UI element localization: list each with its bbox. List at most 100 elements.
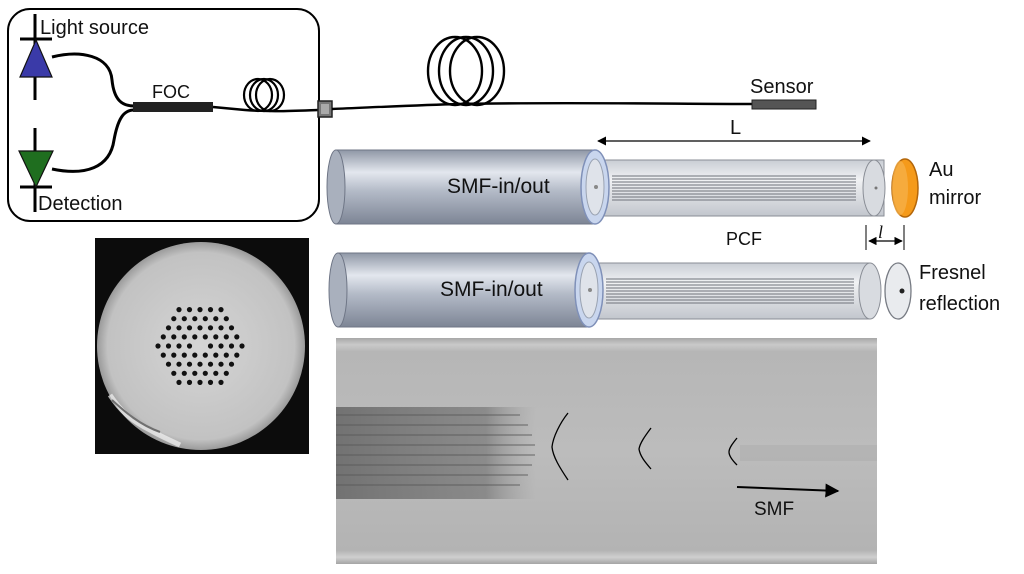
air-hole bbox=[155, 343, 161, 349]
air-hole bbox=[186, 307, 193, 313]
large-fiber-coil bbox=[426, 35, 506, 107]
air-hole bbox=[207, 343, 214, 349]
air-hole bbox=[176, 325, 182, 331]
coupler-output-fiber bbox=[212, 105, 319, 113]
light-source-triangle bbox=[19, 38, 53, 78]
air-hole bbox=[213, 334, 219, 340]
setup-box bbox=[7, 8, 320, 222]
length-label: L bbox=[730, 117, 741, 139]
cross-section-face bbox=[97, 242, 305, 450]
lead-fiber bbox=[331, 101, 753, 111]
air-hole bbox=[165, 343, 172, 349]
air-hole bbox=[207, 325, 214, 331]
bottom-pcf-holes bbox=[606, 278, 854, 304]
detection-fiber bbox=[51, 108, 135, 173]
air-hole bbox=[213, 316, 219, 322]
top-smf-cylinder bbox=[335, 149, 595, 225]
air-hole bbox=[218, 379, 224, 385]
air-hole bbox=[192, 334, 198, 340]
air-hole bbox=[165, 325, 172, 331]
air-hole bbox=[234, 352, 240, 358]
detection-triangle bbox=[18, 150, 54, 189]
top-collapsed-region bbox=[862, 159, 886, 217]
sem-hole-streaks bbox=[336, 414, 535, 486]
air-hole bbox=[228, 343, 235, 349]
mirror-label: mirror bbox=[929, 187, 982, 209]
air-hole bbox=[197, 325, 203, 331]
bottom-smf-cylinder bbox=[337, 252, 589, 328]
fiber-connector-inner bbox=[321, 104, 329, 114]
top-pcf-holes bbox=[612, 175, 856, 201]
bottom-smf-label: SMF-in/out bbox=[440, 278, 543, 301]
air-hole bbox=[228, 325, 235, 331]
air-hole bbox=[197, 361, 203, 367]
mode-profile-2 bbox=[638, 427, 652, 470]
reflection-label: reflection bbox=[919, 293, 1000, 315]
air-hole bbox=[160, 352, 166, 358]
air-hole bbox=[207, 379, 214, 385]
air-hole bbox=[186, 379, 193, 385]
air-hole bbox=[171, 352, 177, 358]
light-source-label: Light source bbox=[40, 17, 149, 39]
air-hole bbox=[171, 370, 177, 376]
air-hole bbox=[176, 343, 182, 349]
fresnel-end-face bbox=[884, 262, 912, 320]
air-hole bbox=[176, 361, 182, 367]
au-label: Au bbox=[929, 159, 953, 181]
pcf-label: PCF bbox=[726, 229, 762, 249]
air-hole bbox=[223, 316, 229, 322]
air-hole bbox=[218, 361, 224, 367]
top-smf-label: SMF-in/out bbox=[447, 175, 550, 198]
sensor-fresnel: SMF-in/out Fresnel reflection bbox=[328, 252, 1000, 328]
air-hole bbox=[192, 316, 198, 322]
air-hole bbox=[197, 379, 203, 385]
mode-profile-3 bbox=[728, 437, 738, 466]
sem-smf-label: SMF bbox=[754, 499, 794, 520]
air-hole bbox=[186, 325, 193, 331]
small-fiber-coil bbox=[242, 77, 286, 113]
setup-schematic: Light source Detection FOC bbox=[7, 8, 320, 222]
gap-label: l bbox=[878, 222, 883, 242]
air-hole bbox=[218, 307, 224, 313]
air-hole bbox=[165, 361, 172, 367]
fresnel-label: Fresnel bbox=[919, 262, 986, 284]
air-hole bbox=[207, 307, 214, 313]
air-hole bbox=[181, 316, 187, 322]
air-hole bbox=[223, 370, 229, 376]
light-source-diode bbox=[19, 14, 53, 100]
mode-profile-1 bbox=[551, 412, 569, 481]
coupler-label: FOC bbox=[152, 82, 190, 102]
air-hole bbox=[202, 334, 208, 340]
air-hole-array bbox=[155, 307, 245, 385]
air-hole bbox=[218, 325, 224, 331]
air-hole bbox=[202, 352, 208, 358]
detection-diode bbox=[18, 128, 54, 212]
source-fiber bbox=[51, 52, 135, 108]
air-hole bbox=[213, 370, 219, 376]
sem-pcf-region bbox=[336, 407, 536, 499]
fiber-optic-coupler bbox=[133, 102, 213, 112]
air-hole bbox=[186, 343, 193, 349]
propagation-arrow bbox=[736, 483, 840, 498]
air-hole bbox=[176, 379, 182, 385]
air-hole bbox=[207, 361, 214, 367]
air-hole bbox=[234, 334, 240, 340]
sensor-probe bbox=[751, 99, 817, 110]
pcf-cross-section-image bbox=[95, 238, 309, 454]
air-hole bbox=[171, 334, 177, 340]
air-hole bbox=[202, 370, 208, 376]
air-hole bbox=[192, 352, 198, 358]
sensor-label: Sensor bbox=[750, 76, 814, 98]
air-hole bbox=[186, 361, 193, 367]
air-hole bbox=[213, 352, 219, 358]
air-hole bbox=[223, 334, 229, 340]
sem-side-view-image: SMF bbox=[336, 338, 877, 564]
air-hole bbox=[181, 370, 187, 376]
air-hole bbox=[171, 316, 177, 322]
air-hole bbox=[160, 334, 166, 340]
air-hole bbox=[176, 307, 182, 313]
air-hole bbox=[197, 307, 203, 313]
air-hole bbox=[192, 370, 198, 376]
air-hole bbox=[181, 352, 187, 358]
air-hole bbox=[223, 352, 229, 358]
